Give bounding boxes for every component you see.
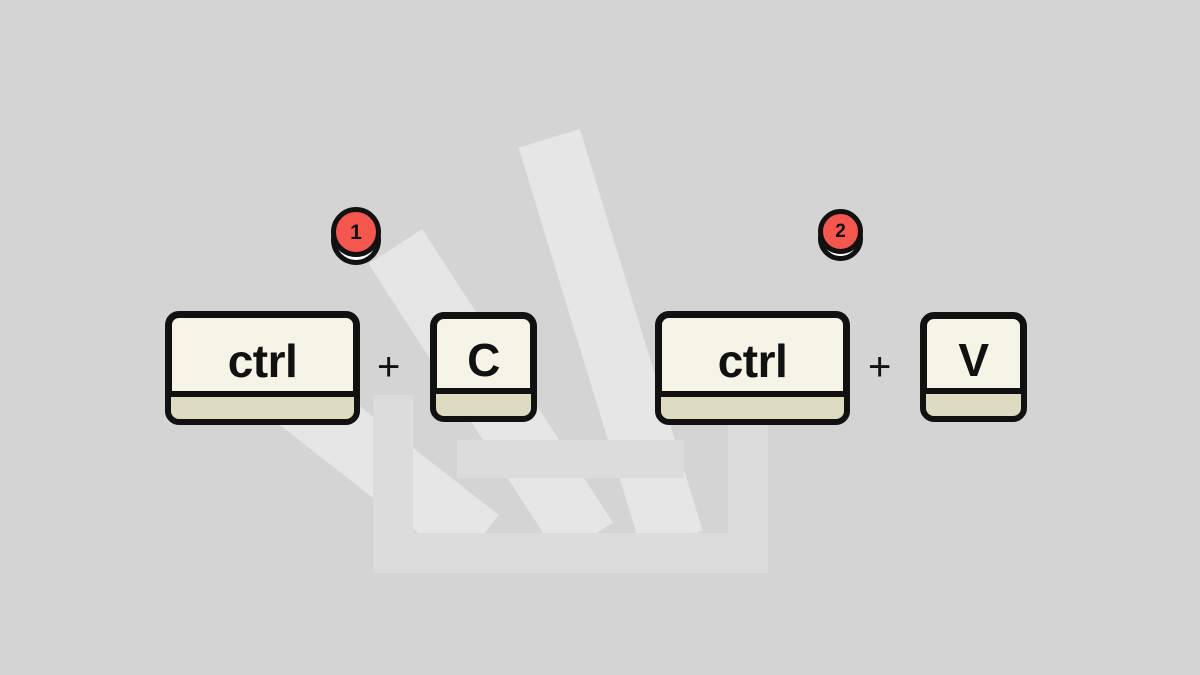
key-ctrl-paste-label: ctrl — [717, 335, 788, 387]
key-ctrl-copy-cap: ctrl — [172, 318, 353, 418]
key-ctrl-paste-bevel — [661, 391, 844, 419]
key-c-label: C — [467, 334, 500, 386]
key-ctrl-copy[interactable]: ctrl — [165, 311, 360, 425]
key-v-label: V — [958, 334, 989, 386]
plus-separator-copy: + — [377, 345, 401, 389]
step-badge-1-number: 1 — [350, 220, 362, 244]
key-c-bevel — [436, 388, 531, 416]
step-badge-1: 1 — [331, 207, 389, 265]
key-ctrl-copy-bevel — [171, 391, 354, 419]
step-badge-2-disc: 2 — [818, 209, 863, 254]
plus-separator-paste: + — [868, 345, 892, 389]
key-c-cap: C — [437, 319, 530, 415]
step-badge-2: 2 — [818, 209, 870, 261]
key-ctrl-copy-label: ctrl — [227, 335, 298, 387]
key-ctrl-paste-cap: ctrl — [662, 318, 843, 418]
key-ctrl-paste[interactable]: ctrl — [655, 311, 850, 425]
step-badge-1-disc: 1 — [331, 207, 381, 257]
key-v-cap: V — [927, 319, 1020, 415]
key-v[interactable]: V — [920, 312, 1027, 422]
step-badge-2-number: 2 — [835, 221, 846, 242]
key-v-bevel — [926, 388, 1021, 416]
key-c[interactable]: C — [430, 312, 537, 422]
